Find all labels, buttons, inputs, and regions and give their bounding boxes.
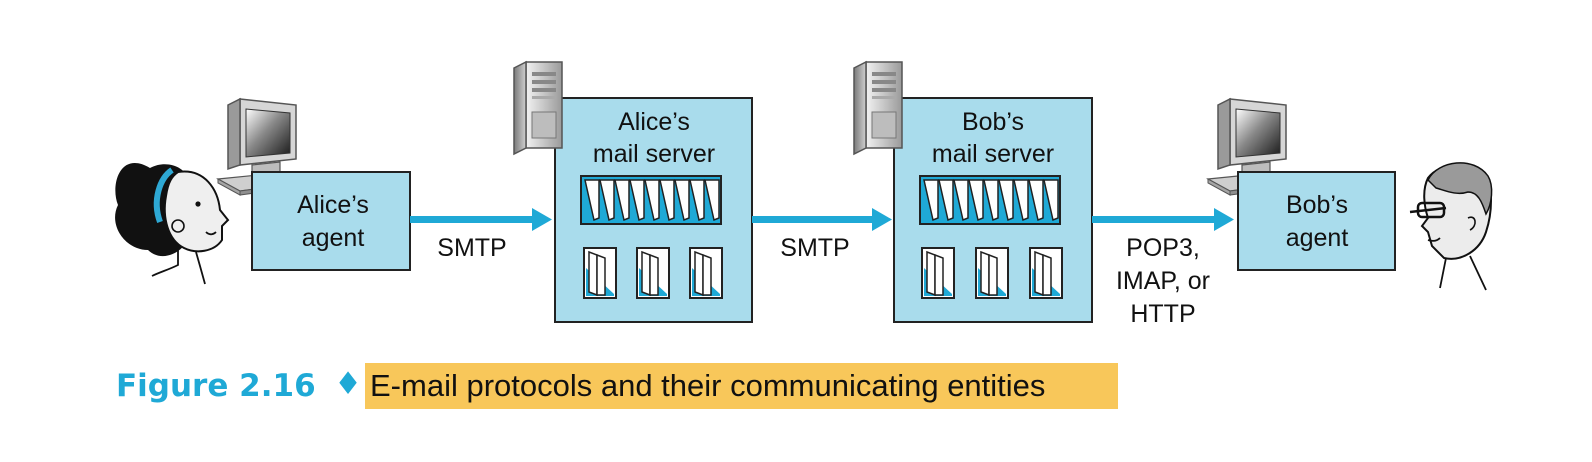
mailbox-icon <box>583 247 617 299</box>
caption-highlight <box>365 363 1118 409</box>
tower-server-icon <box>513 61 563 155</box>
arrow-alice-server-to-bob-server <box>752 208 892 231</box>
mailbox-icon <box>975 247 1009 299</box>
bob-agent-box: Bob’s agent <box>1237 171 1396 271</box>
bob-server-label-line2: mail server <box>932 140 1054 168</box>
bob-server-label-line1: Bob’s <box>962 108 1024 136</box>
protocol-label-imap: IMAP, or <box>1116 267 1210 295</box>
alice-agent-label-line2: agent <box>302 224 365 252</box>
mail-queue-icon <box>919 175 1061 225</box>
alice-server-label-line2: mail server <box>593 140 715 168</box>
arrow-alice-agent-to-alice-server <box>410 208 552 231</box>
alice-agent-label-line1: Alice’s <box>297 191 369 219</box>
mailbox-icon <box>636 247 670 299</box>
protocol-label-smtp-2: SMTP <box>780 234 849 262</box>
bob-agent-label-line1: Bob’s <box>1286 191 1348 219</box>
protocol-label-http: HTTP <box>1130 300 1195 328</box>
protocol-label-smtp-1: SMTP <box>437 234 506 262</box>
mailbox-icon <box>921 247 955 299</box>
figure-number: Figure 2.16 <box>116 368 316 404</box>
arrow-bob-server-to-bob-agent <box>1092 208 1234 231</box>
bob-person-icon <box>1409 162 1493 291</box>
mail-queue-icon <box>580 175 722 225</box>
alice-person-icon <box>115 163 230 285</box>
bob-mail-server-box: Bob’s mail server <box>893 97 1093 323</box>
figure-title: E-mail protocols and their communicating… <box>370 368 1045 403</box>
mailbox-icon <box>689 247 723 299</box>
mailbox-icon <box>1029 247 1063 299</box>
bob-agent-label-line2: agent <box>1286 224 1349 252</box>
protocol-label-pop3: POP3, <box>1126 234 1200 262</box>
alice-agent-box: Alice’s agent <box>251 171 411 271</box>
tower-server-icon <box>853 61 903 155</box>
alice-mail-server-box: Alice’s mail server <box>554 97 753 323</box>
figure-caption: Figure 2.16 ♦ E-mail protocols and their… <box>116 363 1118 409</box>
caption-separator: ♦ <box>334 366 362 402</box>
alice-server-label-line1: Alice’s <box>618 108 690 136</box>
